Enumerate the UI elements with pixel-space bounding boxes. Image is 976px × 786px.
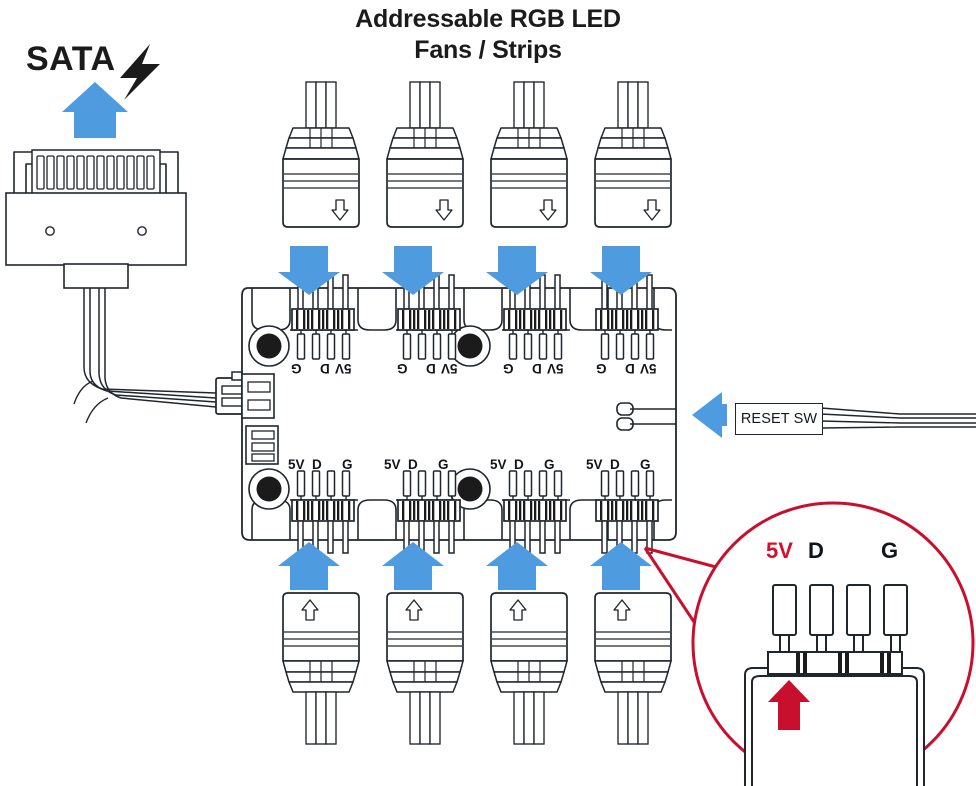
pin-label-bottom-1-d: D [312, 457, 322, 472]
title-line-2: Fans / Strips [414, 35, 562, 64]
pin-label-bottom-4-g: G [640, 457, 651, 472]
detail-label-5v: 5V [766, 538, 793, 563]
insertion-arrow-bottom-4 [590, 542, 652, 590]
reset-switch-cable [820, 407, 976, 429]
argb-plug-top-4 [594, 81, 672, 228]
argb-plug-bottom-4 [594, 592, 672, 745]
sata-label: SATA [26, 40, 116, 78]
pin-label-bottom-2-5v: 5V [384, 457, 401, 472]
argb-plug-bottom-1 [282, 592, 360, 745]
reset-switch-header [616, 402, 676, 431]
detail-header [744, 584, 925, 786]
argb-plug-top-3 [490, 81, 568, 228]
pin-label-top-2-g: G [397, 361, 408, 376]
detail-label-d: D [808, 538, 824, 563]
pin-label-bottom-4-d: D [610, 457, 620, 472]
insertion-arrow-top-1 [278, 246, 340, 295]
pin-label-top-2-5v: 5V [441, 361, 458, 376]
argb-hub-board [241, 274, 677, 554]
argb-plug-top-2 [386, 81, 464, 228]
detail-label-g: G [881, 538, 899, 563]
pin-label-bottom-3-d: D [514, 457, 524, 472]
pin-label-top-3-5v: 5V [547, 361, 564, 376]
pin-label-top-2-d: D [426, 361, 436, 376]
insertion-arrow-bottom-2 [382, 542, 444, 590]
mounting-hole [248, 468, 290, 510]
sata-direction-arrow [62, 82, 128, 138]
detail-orientation-arrow [768, 680, 810, 730]
argb-plug-bottom-2 [386, 592, 464, 745]
pin-label-top-4-g: G [596, 361, 607, 376]
pin-label-bottom-1-5v: 5V [288, 457, 305, 472]
pin-label-top-4-5v: 5V [640, 361, 657, 376]
pin-label-top-1-5v: 5V [335, 361, 352, 376]
pin-label-bottom-4-5v: 5V [586, 457, 603, 472]
pin-label-bottom-1-g: G [342, 457, 353, 472]
insertion-arrow-top-4 [590, 246, 652, 295]
detail-callout [643, 501, 975, 786]
board-input-connector [241, 373, 275, 419]
pin-label-top-1-g: G [291, 361, 302, 376]
page-title: Addressable RGB LED Fans / Strips [0, 4, 976, 65]
pin-label-top-4-d: D [625, 361, 635, 376]
lightning-bolt-icon [120, 44, 160, 100]
pin-label-bottom-2-g: G [438, 457, 449, 472]
mounting-hole [248, 325, 290, 367]
pin-label-top-3-d: D [532, 361, 542, 376]
sata-power-connector [5, 149, 187, 289]
insertion-arrow-top-3 [486, 246, 548, 295]
title-line-1: Addressable RGB LED [355, 5, 621, 33]
pin-label-bottom-3-5v: 5V [490, 457, 507, 472]
board-secondary-connector [245, 425, 279, 465]
argb-plug-top-1 [282, 81, 360, 228]
insertion-arrow-bottom-3 [486, 542, 548, 590]
pin-label-top-1-d: D [320, 361, 330, 376]
sata-cable [73, 288, 217, 424]
reset-sw-label: RESET SW [735, 403, 823, 435]
insertion-arrow-top-2 [382, 246, 444, 295]
insertion-arrow-bottom-1 [278, 542, 340, 590]
pin-label-top-3-g: G [503, 361, 514, 376]
pin-label-bottom-2-d: D [408, 457, 418, 472]
pin-label-bottom-3-g: G [544, 457, 555, 472]
argb-plug-bottom-3 [490, 592, 568, 745]
reset-direction-arrow [692, 392, 727, 438]
